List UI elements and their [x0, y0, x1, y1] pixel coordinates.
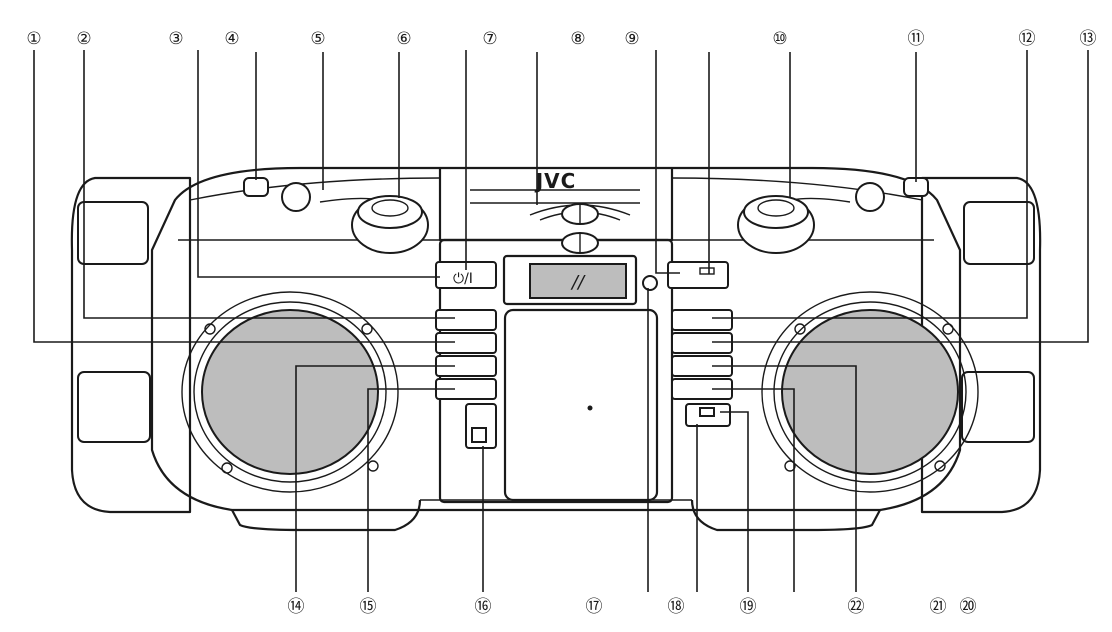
- callout-12: ⑫: [1019, 29, 1036, 49]
- callout-10: ⑩: [772, 29, 787, 49]
- callout-6: ⑥: [396, 29, 411, 49]
- callout-17: ⑰: [586, 597, 603, 617]
- display-window: //: [502, 254, 638, 306]
- callout-16: ⑯: [475, 597, 492, 617]
- callout-14: ⑭: [288, 597, 305, 617]
- callout-13: ⑬: [1080, 29, 1097, 49]
- right-button-column: [671, 309, 733, 400]
- callouts-bottom: ⑭ ⑮ ⑯ ⑰ ⑱ ⑲ ㉒ ㉑ ⑳: [288, 597, 977, 617]
- callout-9: ⑨: [624, 29, 639, 49]
- callout-2: ②: [76, 29, 91, 49]
- right-top-panel-button: [667, 261, 729, 289]
- callout-5: ⑤: [310, 29, 325, 49]
- remote-sensor: [642, 275, 658, 291]
- left-top-button: [243, 177, 269, 197]
- callout-20: ⑳: [960, 597, 977, 617]
- callout-22: ㉒: [848, 597, 865, 617]
- callout-11: ⑪: [908, 29, 925, 49]
- right-tuning-knob: [737, 182, 885, 254]
- left-slide-switch: [465, 403, 497, 449]
- cd-door: [503, 308, 659, 502]
- left-volume-knob: [281, 182, 429, 254]
- left-speaker: [181, 291, 399, 493]
- right-slide-switch: [685, 403, 731, 427]
- left-button-column: [435, 309, 497, 400]
- tuning-knob-small: [561, 203, 599, 225]
- callouts-top: ① ② ③ ④ ⑤ ⑥ ⑦ ⑧ ⑨ ⑩ ⑪ ⑫ ⑬: [26, 29, 1096, 49]
- callout-15: ⑮: [360, 597, 377, 617]
- brand-logo: JVC: [534, 169, 577, 193]
- display-mark: //: [570, 272, 586, 293]
- callout-8: ⑧: [570, 29, 585, 49]
- callout-1: ①: [26, 29, 41, 49]
- power-button: ⏻/I: [435, 261, 497, 289]
- leader-lines: [33, 50, 1089, 592]
- callout-7: ⑦: [482, 29, 497, 49]
- power-standby-icon: ⏻/I: [453, 271, 473, 287]
- callout-21: ㉑: [930, 597, 947, 617]
- lower-knob: [561, 232, 599, 254]
- callout-4: ④: [224, 29, 239, 49]
- callout-3: ③: [168, 29, 183, 49]
- callout-19: ⑲: [740, 597, 757, 617]
- boombox-body: JVC: [70, 166, 1042, 532]
- right-speaker: [761, 291, 979, 493]
- callout-18: ⑱: [668, 597, 685, 617]
